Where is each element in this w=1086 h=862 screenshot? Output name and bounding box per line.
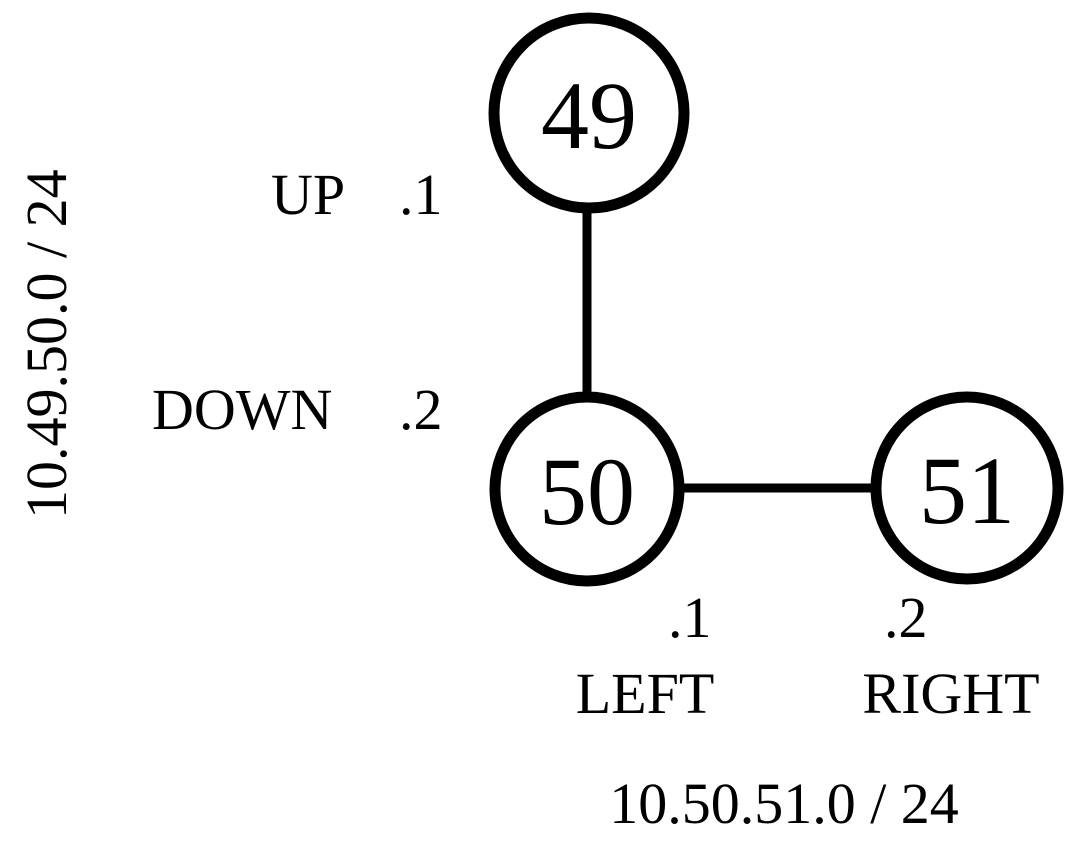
interface-name-right: RIGHT: [862, 661, 1040, 726]
node-circle-49[interactable]: [488, 12, 690, 214]
interface-name-up: UP: [271, 162, 346, 227]
node-label-49: 49: [541, 62, 637, 169]
node-circle-51[interactable]: [870, 391, 1064, 585]
interface-address-left: .1: [668, 585, 712, 650]
node-circle-50[interactable]: [489, 391, 685, 587]
interface-address-right: .2: [884, 585, 928, 650]
interface-name-left: LEFT: [575, 661, 715, 726]
interface-address-up: .1: [399, 162, 443, 227]
interface-address-down: .2: [399, 377, 443, 442]
interface-name-down: DOWN: [152, 377, 333, 442]
subnet-label-horizontal: 10.50.51.0 / 24: [609, 771, 959, 836]
node-label-50: 50: [539, 438, 635, 545]
node-label-51: 51: [919, 437, 1015, 544]
subnet-label-vertical: 10.49.50.0 / 24: [14, 169, 79, 519]
